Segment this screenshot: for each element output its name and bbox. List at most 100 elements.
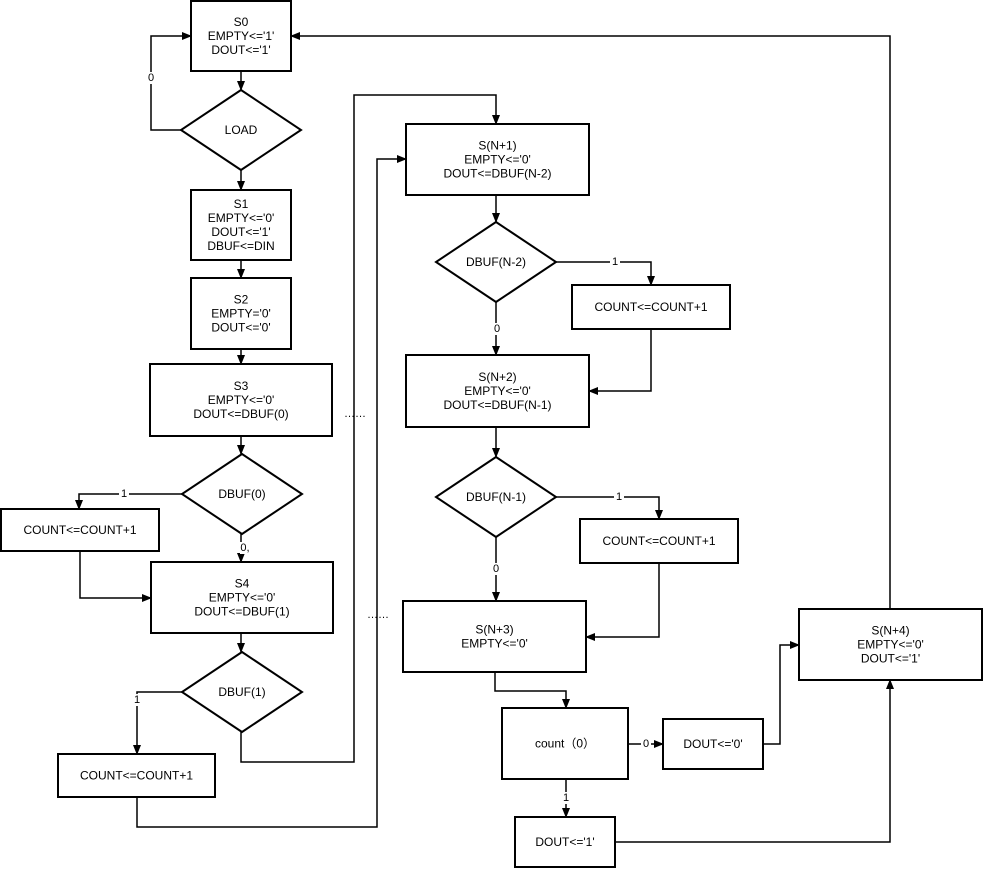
edge-label-load-to-s0: 0 (146, 72, 156, 84)
edge-label-dbufn2-to-countn2: 1 (610, 256, 620, 268)
edge-label-dbuf1-to-count1: 1 (132, 694, 142, 706)
process-box (57, 753, 216, 798)
node-sn1: S(N+1)EMPTY<='0'DOUT<=DBUF(N-2) (405, 123, 590, 196)
edge-dbufn1-to-countn1 (556, 496, 663, 520)
node-text-line: DBUF(N-1) (466, 490, 526, 504)
process-box (405, 123, 590, 196)
edge-label-text: 0 (493, 563, 499, 575)
node-load: LOAD (179, 88, 303, 172)
edge-label-text: 0 (643, 738, 649, 750)
node-text-line: S(N+2) (478, 370, 516, 384)
edge-label-dbufn2-to-sn2: 0 (492, 323, 502, 335)
decision-diamond (434, 455, 558, 539)
node-text-line: S0 (234, 15, 249, 29)
node-text-line: COUNT<=COUNT+1 (23, 523, 136, 537)
node-dout0: DOUT<='0' (662, 718, 764, 770)
edge-countn2-to-sn2 (588, 329, 652, 395)
edge-load-to-s0 (150, 32, 192, 131)
edge-label-background (119, 488, 129, 500)
node-text-line: DBUF(0) (218, 487, 265, 501)
node-sn3: S(N+3)EMPTY<='0' (402, 600, 587, 673)
decision-diamond (179, 88, 303, 172)
node-text-line: S1 (234, 197, 249, 211)
node-text-line: DOUT<='1' (861, 652, 920, 666)
node-text-line: EMPTY='0' (211, 307, 271, 321)
process-box (190, 0, 292, 72)
edge-label-background (491, 563, 501, 575)
edge-label-text: 1 (563, 792, 569, 804)
process-box (150, 561, 334, 634)
edge-label-background (610, 256, 620, 268)
node-text-line: DOUT<='1' (211, 43, 270, 57)
node-countchk: count（0） (501, 707, 629, 780)
node-dbuf0: DBUF(0) (180, 452, 304, 536)
node-text-line: EMPTY<='1' (208, 29, 275, 43)
edge-label-text: 0 (494, 323, 500, 335)
edge-dout0-to-sn4 (763, 641, 800, 745)
edge-label-background (561, 792, 571, 804)
ellipsis-mark: …… (344, 408, 366, 420)
node-text-line: COUNT<=COUNT+1 (602, 534, 715, 548)
process-box (190, 277, 292, 350)
node-text-line: COUNT<=COUNT+1 (594, 300, 707, 314)
node-count1: COUNT<=COUNT+1 (57, 753, 216, 798)
edge-label-countchk-to-dout0: 0 (641, 738, 651, 750)
node-text-line: DOUT<='1' (211, 225, 270, 239)
edge-label-background (240, 542, 250, 554)
edge-label-dbuf0-to-s4: 0, (240, 542, 250, 554)
process-box (798, 608, 983, 681)
edge-dbuf1-to-count1 (133, 691, 182, 755)
edge-sn4-to-s0 (290, 32, 891, 609)
ellipsis-layer: ………… (344, 408, 389, 621)
decision-diamond (180, 452, 304, 536)
edge-countn1-to-sn3 (585, 563, 660, 641)
node-text-line: DBUF(N-2) (466, 255, 526, 269)
edges-layer (75, 32, 894, 843)
node-text-line: EMPTY<='0' (208, 393, 275, 407)
edge-label-text: 1 (134, 694, 140, 706)
edge-dbuf0-to-count0 (75, 493, 182, 510)
node-text-line: EMPTY<='0' (208, 211, 275, 225)
process-box (405, 354, 590, 428)
node-text-line: S2 (234, 293, 249, 307)
process-box (571, 284, 731, 330)
node-text-line: count（0） (535, 737, 595, 751)
process-box (149, 363, 333, 437)
edge-label-dbufn1-to-sn3: 0 (491, 563, 501, 575)
node-text-line: EMPTY<='0' (461, 637, 528, 651)
node-text-line: DOUT<='0' (683, 737, 742, 751)
decision-diamond (434, 220, 558, 304)
edge-label-countchk-to-dout1: 1 (561, 792, 571, 804)
process-box (514, 816, 616, 868)
node-countn1: COUNT<=COUNT+1 (579, 518, 739, 564)
process-box (402, 600, 587, 673)
edge-count0-to-s4 (79, 551, 152, 602)
edge-sn3-to-countchk (494, 672, 570, 709)
decision-diamond (180, 650, 304, 734)
node-sn4: S(N+4)EMPTY<='0'DOUT<='1' (798, 608, 983, 681)
edge-label-background (614, 491, 624, 503)
edge-label-dbuf0-to-count0: 1 (119, 488, 129, 500)
process-box (501, 707, 629, 780)
edge-label-text: 1 (121, 488, 127, 500)
node-text-line: COUNT<=COUNT+1 (80, 769, 193, 783)
edge-label-background (146, 72, 156, 84)
process-box (662, 718, 764, 770)
node-text-line: DOUT<=DBUF(1) (194, 605, 289, 619)
node-dbufn1: DBUF(N-1) (434, 455, 558, 539)
node-dbufn2: DBUF(N-2) (434, 220, 558, 304)
node-text-line: LOAD (225, 123, 258, 137)
process-box (579, 518, 739, 564)
node-text-line: S4 (235, 577, 250, 591)
node-text-line: DOUT<=DBUF(0) (193, 407, 288, 421)
node-sn2: S(N+2)EMPTY<='0'DOUT<=DBUF(N-1) (405, 354, 590, 428)
edge-dbufn2-to-countn2 (556, 261, 655, 286)
node-text-line: DBUF(1) (218, 685, 265, 699)
process-box (190, 189, 292, 261)
node-text-line: S3 (234, 379, 249, 393)
node-countn2: COUNT<=COUNT+1 (571, 284, 731, 330)
node-text-line: S(N+4) (871, 624, 909, 638)
